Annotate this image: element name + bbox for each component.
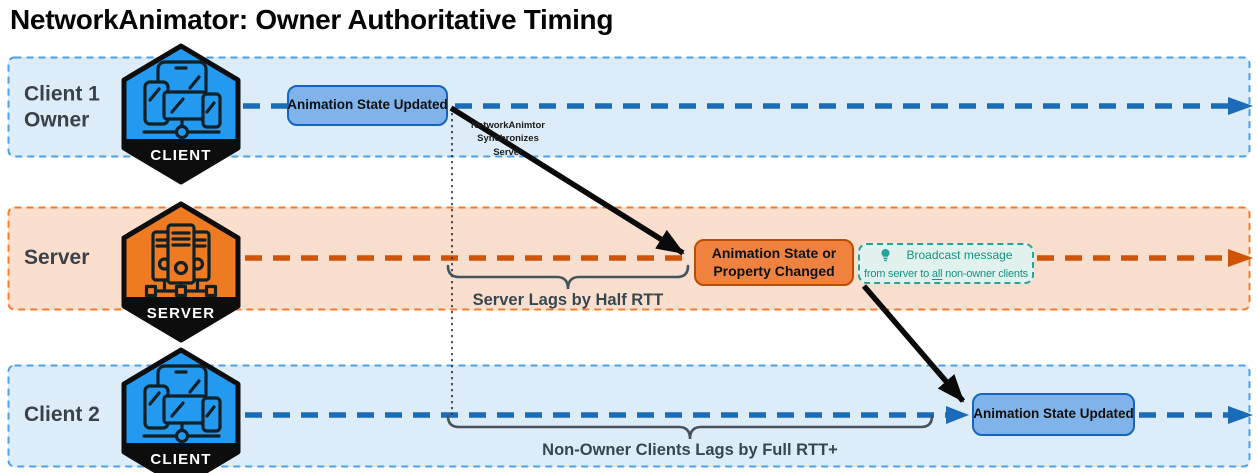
broadcast-message-callout: Broadcast message from server to all non… (858, 243, 1034, 284)
label-nonowner-lag: Non-Owner Clients Lags by Full RTT+ (542, 441, 838, 459)
diagram-title: NetworkAnimator: Owner Authoritative Tim… (10, 4, 614, 35)
lane-label-line1: Client 2 (24, 403, 100, 427)
client1-hexagon-badge: CLIENT (121, 43, 241, 185)
event-label-line2: Property Changed (713, 262, 835, 279)
badge-label: CLIENT (150, 451, 211, 468)
broadcast-line1: Broadcast message (860, 248, 1032, 267)
badge-label: CLIENT (150, 147, 211, 164)
event-label: Animation State Updated (287, 97, 448, 113)
lightbulb-icon (879, 248, 892, 267)
event-client2-animation-state-updated: Animation State Updated (972, 393, 1135, 436)
lane-label-client2: Client 2 (24, 402, 100, 428)
label-server-lag: Server Lags by Half RTT (472, 291, 664, 309)
lane-label-line2: Owner (24, 108, 90, 131)
event-server-animation-state-changed: Animation State or Property Changed (694, 239, 854, 286)
client2-hexagon-badge: CLIENT (121, 347, 241, 473)
broadcast-line2: from server to all non-owner clients (864, 267, 1028, 280)
lane-label-client1-owner: Client 1 Owner (24, 81, 100, 132)
networkanimator-sync-note: NetworkAnimtor Synchronizes Server (471, 120, 545, 158)
server-hexagon-badge: SERVER (121, 201, 241, 343)
event-label: Animation State Updated (973, 406, 1134, 422)
badge-label: SERVER (147, 305, 216, 322)
lane-label-line1: Client 1 (24, 82, 100, 106)
broadcast-text: Broadcast message (906, 248, 1013, 262)
lane-label-server: Server (24, 245, 89, 271)
event-label-line1: Animation State or (711, 245, 837, 261)
event-client1-animation-state-updated: Animation State Updated (287, 85, 448, 126)
lane-label-line1: Server (24, 246, 90, 270)
